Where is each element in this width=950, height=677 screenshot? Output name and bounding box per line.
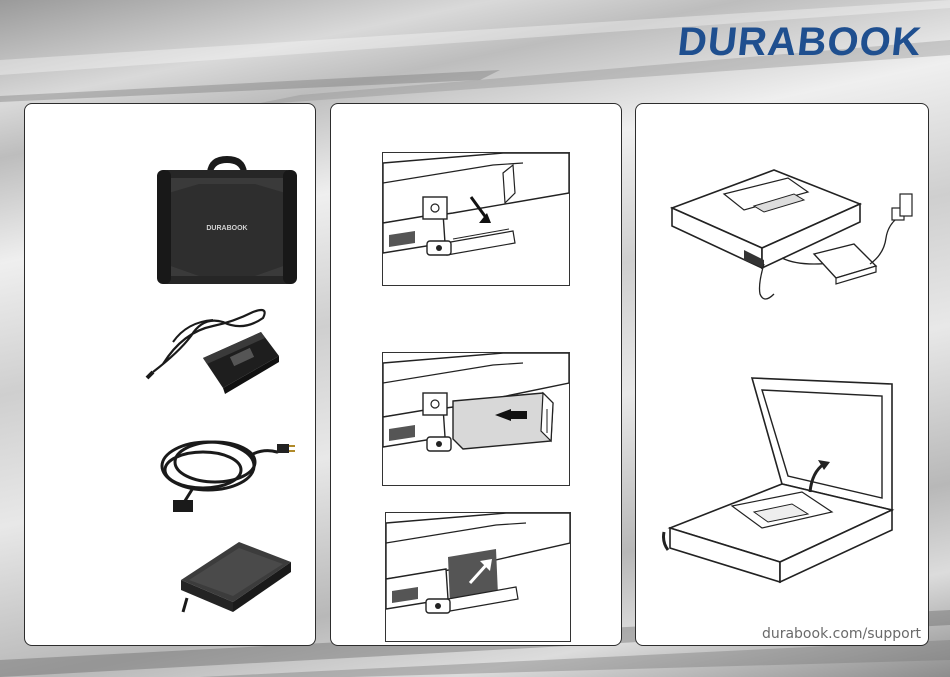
case-brand-label: DURABOOK [206,225,247,232]
battery-image [175,536,295,616]
step-insert-battery-figure [382,352,570,486]
power-on-panel [635,103,929,646]
ac-adapter-image [143,302,283,402]
carry-case-image: DURABOOK [153,154,301,286]
open-lid-figure [662,372,912,606]
package-contents-panel: DURABOOK [24,103,316,646]
support-url[interactable]: durabook.com/support [762,626,921,642]
durabook-logo: DURABOOK [676,20,924,65]
power-cord-image [153,426,303,514]
connect-power-figure [664,164,914,314]
step-open-bay-figure [382,152,570,286]
step-close-cover-figure [385,512,571,642]
battery-install-panel [330,103,622,646]
